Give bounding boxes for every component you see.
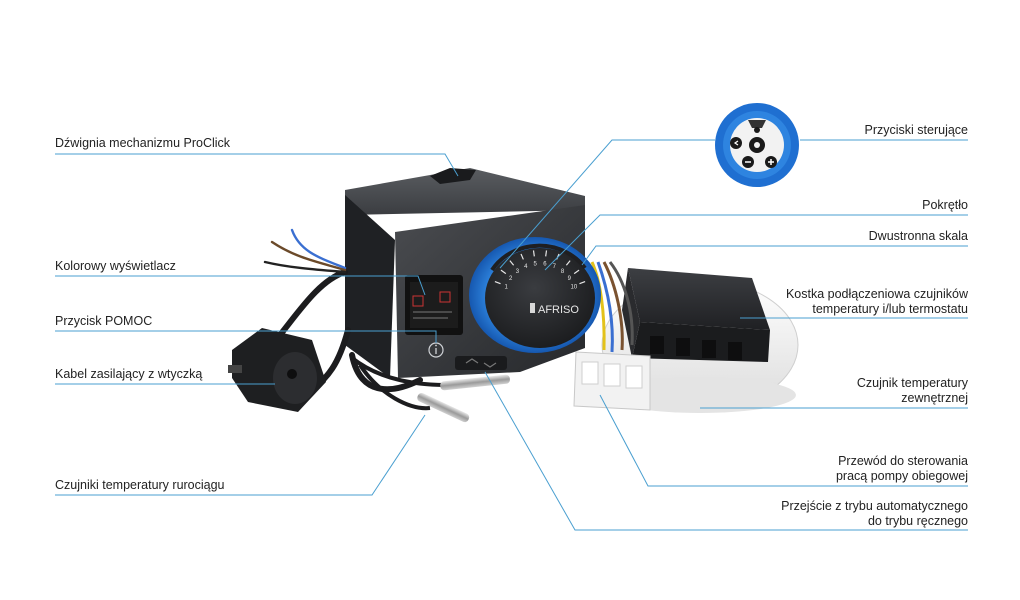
scale-tick bbox=[509, 260, 515, 266]
label-lever-text: Dźwignia mechanizmu ProClick bbox=[55, 136, 231, 150]
label-pump-wire-line2: pracą pompy obiegowej bbox=[835, 469, 968, 483]
label-knob-text: Pokrętło bbox=[922, 198, 968, 212]
callout-help bbox=[55, 330, 437, 343]
label-control-buttons-text: Przyciski sterujące bbox=[864, 123, 969, 137]
callout-lever bbox=[55, 153, 459, 177]
label-junction-box: Kostka podłączeniowa czujników temperatu… bbox=[786, 287, 968, 317]
label-mode-switch-line2: do trybu ręcznego bbox=[867, 514, 968, 528]
label-help-button-text: Przycisk POMOC bbox=[55, 314, 153, 328]
color-display bbox=[405, 275, 463, 335]
scale-number: 9 bbox=[568, 276, 572, 282]
scale-number: 2 bbox=[509, 276, 513, 282]
label-knob: Pokrętło bbox=[922, 198, 968, 213]
label-power-cable: Kabel zasilający z wtyczką bbox=[55, 367, 202, 382]
label-scale-text: Dwustronna skala bbox=[868, 229, 968, 243]
label-scale: Dwustronna skala bbox=[869, 229, 968, 244]
power-plug bbox=[228, 328, 326, 412]
label-control-buttons: Przyciski sterujące bbox=[865, 123, 969, 138]
scale-tick bbox=[532, 250, 535, 257]
scale-number: 10 bbox=[570, 285, 577, 291]
callout-display bbox=[55, 275, 426, 296]
label-outdoor-sensor-line1: Czujnik temperatury bbox=[856, 376, 968, 390]
callout-control-inset bbox=[499, 139, 715, 269]
callout-pump bbox=[599, 394, 968, 487]
proclick-lever[interactable] bbox=[430, 168, 476, 184]
label-outdoor-sensor: Czujnik temperatury zewnętrznej bbox=[857, 376, 968, 406]
label-junction-box-line1: Kostka podłączeniowa czujników bbox=[785, 287, 968, 301]
scale-tick bbox=[520, 253, 524, 260]
label-mode-switch-line1: Przejście z trybu automatycznego bbox=[781, 499, 968, 513]
scale-number: 6 bbox=[543, 261, 547, 267]
scale-tick bbox=[565, 260, 571, 266]
label-pump-wire: Przewód do sterowania pracą pompy obiego… bbox=[836, 454, 968, 484]
scale-tick bbox=[573, 269, 580, 275]
scale-tick bbox=[579, 281, 586, 285]
scale-number: 3 bbox=[516, 269, 520, 275]
callout-scale bbox=[581, 245, 968, 266]
label-pipe-sensors: Czujniki temperatury rurociągu bbox=[55, 478, 225, 493]
scale-number: 4 bbox=[524, 264, 528, 270]
scale-number: 8 bbox=[561, 269, 565, 275]
callout-pipe bbox=[55, 414, 426, 496]
label-lever: Dźwignia mechanizmu ProClick bbox=[55, 136, 230, 151]
scale-number: 5 bbox=[533, 261, 537, 267]
label-mode-switch: Przejście z trybu automatycznego do tryb… bbox=[781, 499, 968, 529]
scale-number: 7 bbox=[553, 264, 557, 270]
manual-mode-switch[interactable] bbox=[455, 356, 507, 370]
pump-control-wires bbox=[590, 261, 634, 353]
power-leads bbox=[263, 228, 347, 274]
ok-button[interactable] bbox=[749, 137, 765, 153]
scale-tick bbox=[500, 269, 507, 275]
minus-button[interactable] bbox=[742, 156, 754, 168]
label-power-cable-text: Kabel zasilający z wtyczką bbox=[55, 367, 203, 381]
brand-logo-text: AFRISO bbox=[538, 304, 579, 316]
label-pipe-sensors-text: Czujniki temperatury rurociągu bbox=[55, 478, 225, 492]
callout-lines bbox=[55, 139, 968, 531]
control-buttons-panel bbox=[715, 103, 799, 187]
left-arrow-button[interactable] bbox=[754, 127, 760, 133]
pipe-temperature-sensors bbox=[350, 356, 510, 423]
label-outdoor-sensor-line2: zewnętrznej bbox=[901, 391, 968, 405]
callout-knob bbox=[544, 214, 968, 271]
back-button[interactable] bbox=[730, 137, 742, 149]
scale-tick bbox=[545, 250, 548, 257]
sensor-junction-box bbox=[622, 268, 770, 362]
label-display: Kolorowy wyświetlacz bbox=[55, 259, 176, 274]
callout-mode bbox=[484, 371, 968, 531]
plus-button[interactable] bbox=[765, 156, 777, 168]
terminal-block bbox=[573, 351, 651, 411]
label-display-text: Kolorowy wyświetlacz bbox=[55, 259, 176, 273]
scale-tick bbox=[494, 281, 501, 285]
label-junction-box-line2: temperatury i/lub termostatu bbox=[812, 302, 968, 316]
label-pump-wire-line1: Przewód do sterowania bbox=[838, 454, 968, 468]
scale-number: 1 bbox=[504, 285, 508, 291]
label-help-button: Przycisk POMOC bbox=[55, 314, 152, 329]
